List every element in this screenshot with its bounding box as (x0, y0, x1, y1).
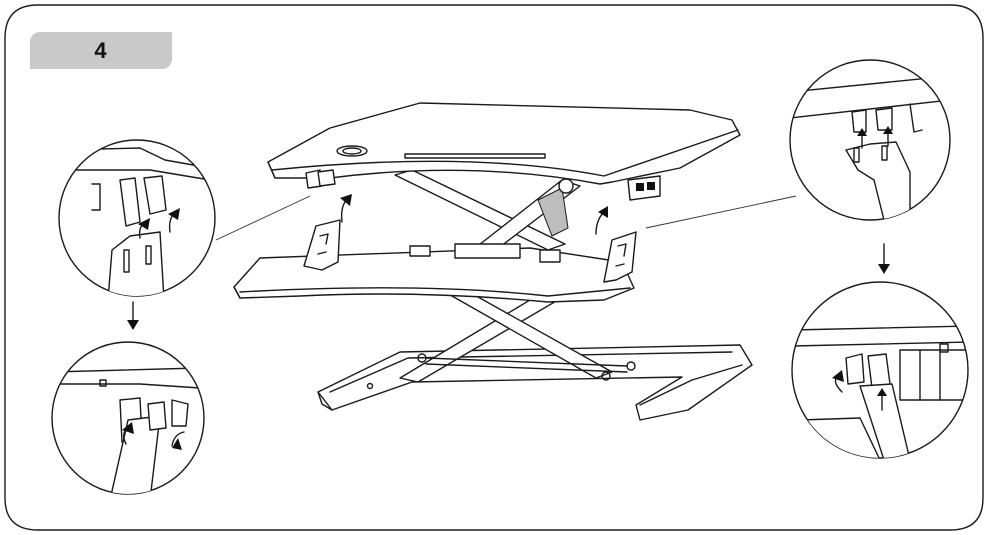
desk-top (267, 102, 741, 201)
detail-circle-top-left (58, 139, 216, 297)
upper-scissor (394, 169, 581, 263)
leader-line-right (645, 195, 797, 229)
detail-circle-bottom-left (51, 341, 205, 495)
side-brackets (303, 219, 637, 283)
arrow-down-icon (127, 301, 139, 330)
detail-circle-top-right (789, 59, 951, 221)
step-number-badge: 4 (30, 32, 172, 69)
detail-circle-bottom-right (791, 281, 969, 459)
arrow-down-icon (878, 243, 890, 274)
arrow-up-curved-icon (340, 194, 608, 235)
leader-line-left (215, 195, 311, 241)
step-number: 4 (94, 37, 108, 63)
